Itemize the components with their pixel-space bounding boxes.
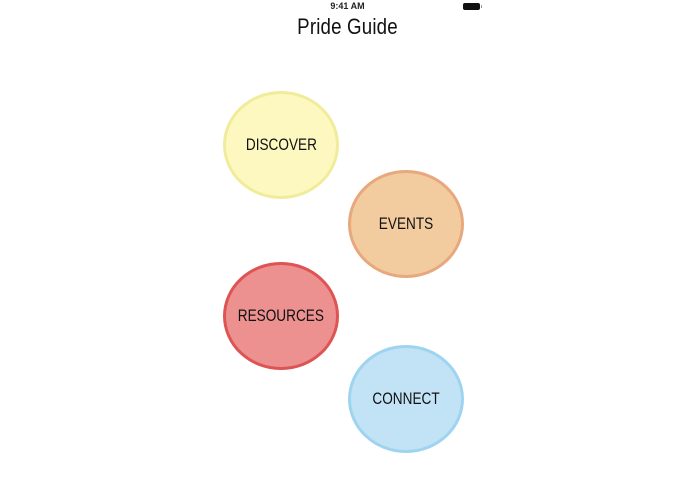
connect-button[interactable]: CONNECT bbox=[348, 345, 464, 453]
battery-icon bbox=[463, 3, 482, 10]
status-time: 9:41 AM bbox=[330, 1, 365, 11]
events-button[interactable]: EVENTS bbox=[348, 170, 464, 278]
connect-label: CONNECT bbox=[372, 389, 440, 408]
events-label: EVENTS bbox=[378, 214, 434, 233]
discover-button[interactable]: DISCOVER bbox=[223, 91, 339, 199]
page-title: Pride Guide bbox=[297, 14, 398, 39]
resources-button[interactable]: RESOURCES bbox=[223, 262, 339, 370]
discover-label: DISCOVER bbox=[245, 135, 317, 154]
resources-label: RESOURCES bbox=[237, 306, 325, 325]
